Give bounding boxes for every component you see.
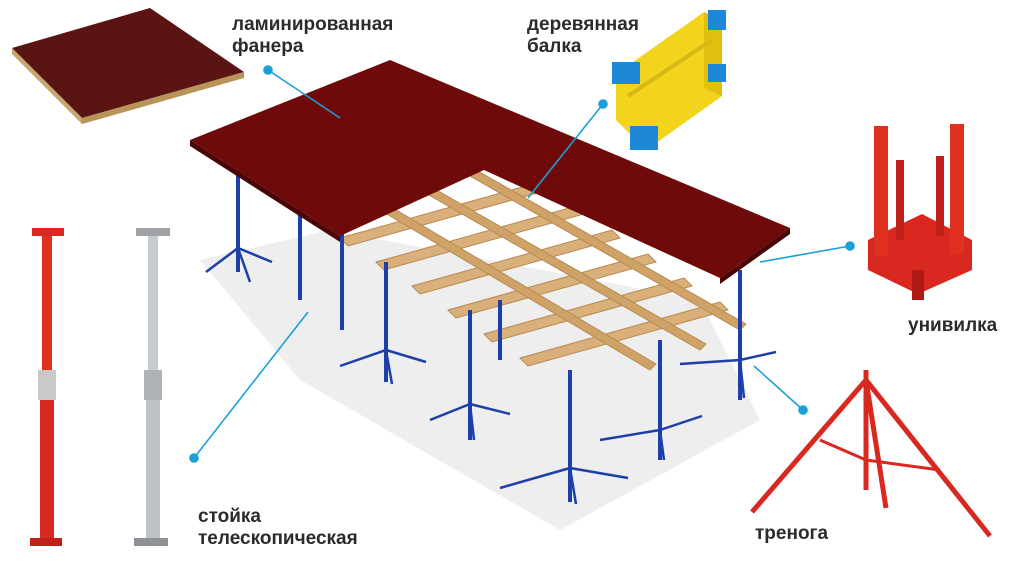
telescopic-posts (236, 168, 742, 502)
unifork-label-line-1: унивилка (908, 315, 998, 336)
telescopic-prop-label: стойка телескопическая (198, 506, 358, 550)
tripod-label: тренога (755, 523, 828, 545)
plywood-label-line-1: ламинированная (232, 14, 394, 35)
red-telescopic-prop-image (30, 228, 64, 546)
unifork-label: унивилка (908, 315, 997, 337)
tripod-legs-blue (205, 246, 777, 505)
timber-beam-image (612, 10, 726, 150)
plywood-label-line-2: фанера (232, 36, 304, 57)
timber-joists (339, 169, 747, 371)
plywood-sheet-image (12, 8, 244, 124)
beam-label-line-2: балка (527, 36, 582, 57)
red-tripod-image (750, 370, 992, 538)
plywood-label: ламинированная фанера (232, 14, 393, 58)
beam-label-line-1: деревянная (527, 14, 639, 35)
formwork-deck (190, 60, 790, 284)
beam-label: деревянная балка (527, 14, 639, 58)
tripod-label-line-1: тренога (755, 523, 829, 544)
telescopic-prop-label-line-1: стойка (198, 506, 261, 527)
leader-lines (189, 65, 855, 463)
grey-telescopic-prop-image (134, 228, 170, 546)
telescopic-prop-label-line-2: телескопическая (198, 528, 358, 549)
unifork-image (868, 124, 972, 300)
